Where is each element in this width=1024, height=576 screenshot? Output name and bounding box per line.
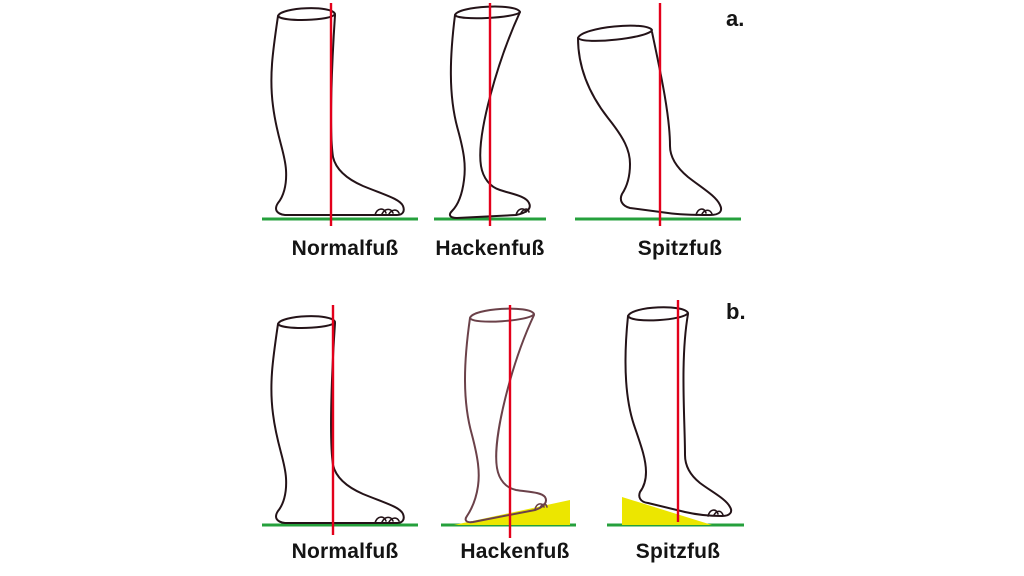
label-hackenfuss-b: Hackenfuß	[460, 540, 570, 563]
label-spitzfuss-b: Spitzfuß	[635, 540, 721, 563]
toes-detail	[534, 503, 548, 511]
toes-detail	[515, 208, 530, 216]
label-spitzfuss-a: Spitzfuß	[637, 237, 723, 260]
leg-outline	[464, 314, 547, 524]
panel-normalfuss-a	[262, 3, 418, 226]
heel-wedge	[622, 497, 712, 525]
label-normalfuss-a: Normalfuß	[291, 237, 399, 260]
toes-detail	[695, 208, 713, 216]
panel-spitzfuss-b	[607, 300, 744, 527]
label-hackenfuss-a: Hackenfuß	[435, 237, 545, 260]
label-normalfuss-b: Normalfuß	[291, 540, 399, 563]
leg-outline	[577, 31, 723, 216]
leg-opening	[454, 5, 521, 20]
leg-opening	[469, 307, 535, 323]
leg-opening	[577, 24, 653, 42]
panel-normalfuss-b	[262, 305, 418, 535]
row-letter-a: a.	[726, 6, 745, 31]
panel-hackenfuss-a	[434, 3, 546, 226]
panel-hackenfuss-b	[441, 305, 576, 538]
leg-opening	[627, 306, 689, 322]
panel-spitzfuss-a	[575, 3, 741, 226]
leg-outline	[624, 313, 733, 517]
toes-detail	[707, 509, 724, 517]
row-letter-b: b.	[726, 299, 746, 324]
